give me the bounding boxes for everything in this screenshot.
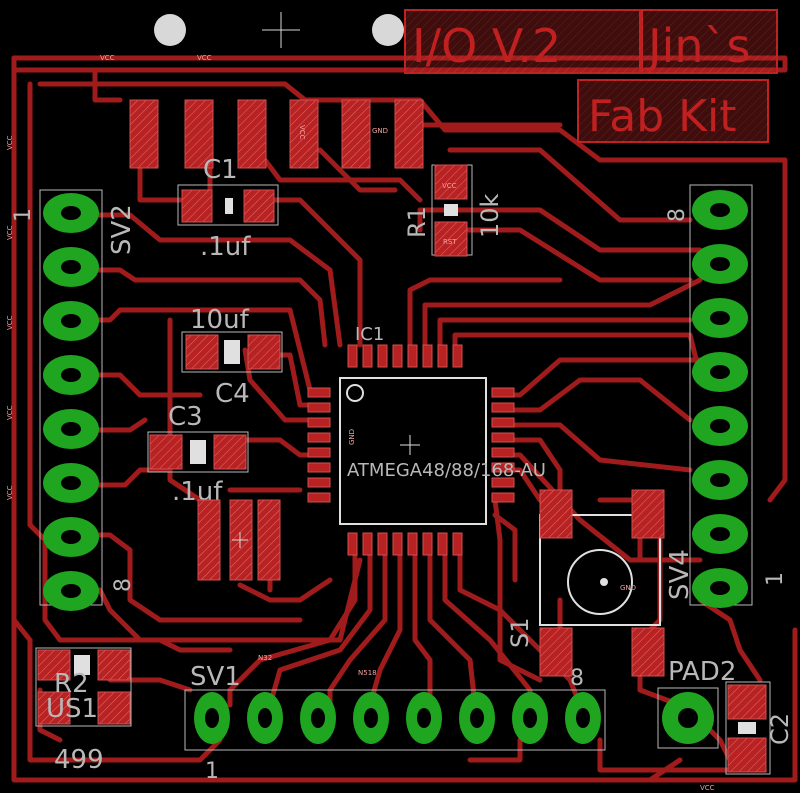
sv2-pin-8-hole bbox=[61, 584, 81, 598]
sv4-pin-1-hole bbox=[710, 581, 730, 595]
mounting-hole-right bbox=[372, 14, 404, 46]
pad2-label: PAD2 bbox=[668, 657, 736, 687]
sv4-pin-4-hole bbox=[710, 419, 730, 433]
sv2-pin-7-hole bbox=[61, 530, 81, 544]
sv1-pin-6-hole bbox=[470, 708, 484, 728]
capacitor-c4: 10uf C4 bbox=[181, 305, 283, 409]
sv2-pin-5-hole bbox=[61, 422, 81, 436]
sv4-pin-6-hole bbox=[710, 311, 730, 325]
sv4-pin8-number: 8 bbox=[665, 208, 690, 222]
mounting-hole-left bbox=[154, 14, 186, 46]
mounting-holes bbox=[154, 12, 404, 48]
sv1-pin-1-hole bbox=[205, 708, 219, 728]
board-author: Jin`s bbox=[645, 19, 750, 73]
svg-text:VCC: VCC bbox=[6, 225, 14, 240]
sv2-pin-3-hole bbox=[61, 314, 81, 328]
board-title: I/O V.2 bbox=[412, 19, 561, 73]
sv4-pin-8-hole bbox=[710, 203, 730, 217]
sv1-pin-5-hole bbox=[417, 708, 431, 728]
c1-label: C1 bbox=[203, 155, 238, 185]
sv4-pin-2-hole bbox=[710, 527, 730, 541]
sv1-label: SV1 bbox=[190, 662, 241, 692]
svg-text:VCC: VCC bbox=[197, 54, 212, 62]
sv2-pin-2-hole bbox=[61, 260, 81, 274]
resistor-r1: VCC RST R1 10k bbox=[403, 164, 504, 257]
svg-text:VCC: VCC bbox=[298, 125, 306, 140]
sv4-pin1-number: 1 bbox=[763, 572, 788, 586]
header-sv4: 8 1 SV4 bbox=[665, 184, 788, 608]
ic1-chip: IC1 ATMEGA48/88/168-AU bbox=[307, 324, 546, 556]
header-sv1: SV1 1 8 N32 N518 bbox=[184, 654, 606, 784]
sv4-label: SV4 bbox=[665, 549, 695, 600]
svg-text:RST: RST bbox=[443, 238, 457, 246]
capacitor-c1: C1 .1uf bbox=[177, 155, 279, 262]
capacitor-c2: C2 bbox=[725, 681, 794, 775]
sv4-pin-7-hole bbox=[710, 257, 730, 271]
resistor-r2: R2 US1 499 bbox=[35, 647, 132, 775]
ic1-value: ATMEGA48/88/168-AU bbox=[347, 460, 546, 481]
board-kit-label: Fab Kit bbox=[588, 91, 736, 142]
svg-text:VCC: VCC bbox=[6, 485, 14, 500]
sv2-pin-4-hole bbox=[61, 368, 81, 382]
svg-text:VCC: VCC bbox=[6, 135, 14, 150]
sv2-pin1-number: 1 bbox=[11, 208, 36, 222]
c1-value: .1uf bbox=[200, 232, 251, 262]
svg-text:N518: N518 bbox=[358, 669, 377, 677]
sv1-pin-2-hole bbox=[258, 708, 272, 728]
top-connector-pads: VCC GND bbox=[129, 99, 424, 169]
r2-value: 499 bbox=[54, 745, 104, 775]
svg-text:GND: GND bbox=[348, 429, 356, 445]
c2-label: C2 bbox=[766, 713, 794, 745]
c4-value: 10uf bbox=[190, 305, 250, 335]
sv1-pin-3-hole bbox=[311, 708, 325, 728]
c3-label: C3 bbox=[168, 402, 203, 432]
sv1-pin-7-hole bbox=[523, 708, 537, 728]
sv2-pin-6-hole bbox=[61, 476, 81, 490]
svg-text:GND: GND bbox=[372, 127, 388, 135]
sv1-pin8-number: 8 bbox=[570, 666, 584, 691]
sv2-pin8-number: 8 bbox=[111, 578, 136, 592]
r1-value: 10k bbox=[476, 193, 504, 238]
sv2-pin-1-hole bbox=[61, 206, 81, 220]
sv1-pin1-number: 1 bbox=[205, 759, 219, 784]
r2-label: R2 bbox=[54, 669, 89, 699]
svg-text:VCC: VCC bbox=[100, 54, 115, 62]
header-sv2: SV2 1 8 bbox=[11, 189, 137, 611]
svg-text:N32: N32 bbox=[258, 654, 272, 662]
svg-text:VCC: VCC bbox=[6, 405, 14, 420]
r1-label: R1 bbox=[403, 206, 431, 238]
us1-label: US1 bbox=[46, 694, 98, 724]
net-labels: VCC VCC VCC VCC VCC VCC VCC GND GND VCC bbox=[6, 54, 715, 792]
pad2: PAD2 bbox=[657, 657, 736, 749]
s1-label: S1 bbox=[506, 617, 534, 648]
svg-text:VCC: VCC bbox=[6, 315, 14, 330]
sv1-pin-4-hole bbox=[364, 708, 378, 728]
ic1-label: IC1 bbox=[355, 324, 384, 345]
svg-text:VCC: VCC bbox=[700, 784, 715, 792]
title-block: I/O V.2 Jin`s Fab Kit bbox=[404, 9, 778, 143]
svg-text:GND: GND bbox=[620, 584, 636, 592]
sv4-pin-3-hole bbox=[710, 473, 730, 487]
sv1-pin-8-hole bbox=[576, 708, 590, 728]
switch-s1: S1 bbox=[506, 489, 665, 677]
sv2-label: SV2 bbox=[107, 204, 137, 255]
sv4-pin-5-hole bbox=[710, 365, 730, 379]
svg-text:VCC: VCC bbox=[442, 182, 457, 190]
regulator-pads bbox=[197, 499, 281, 581]
c4-label: C4 bbox=[215, 379, 250, 409]
